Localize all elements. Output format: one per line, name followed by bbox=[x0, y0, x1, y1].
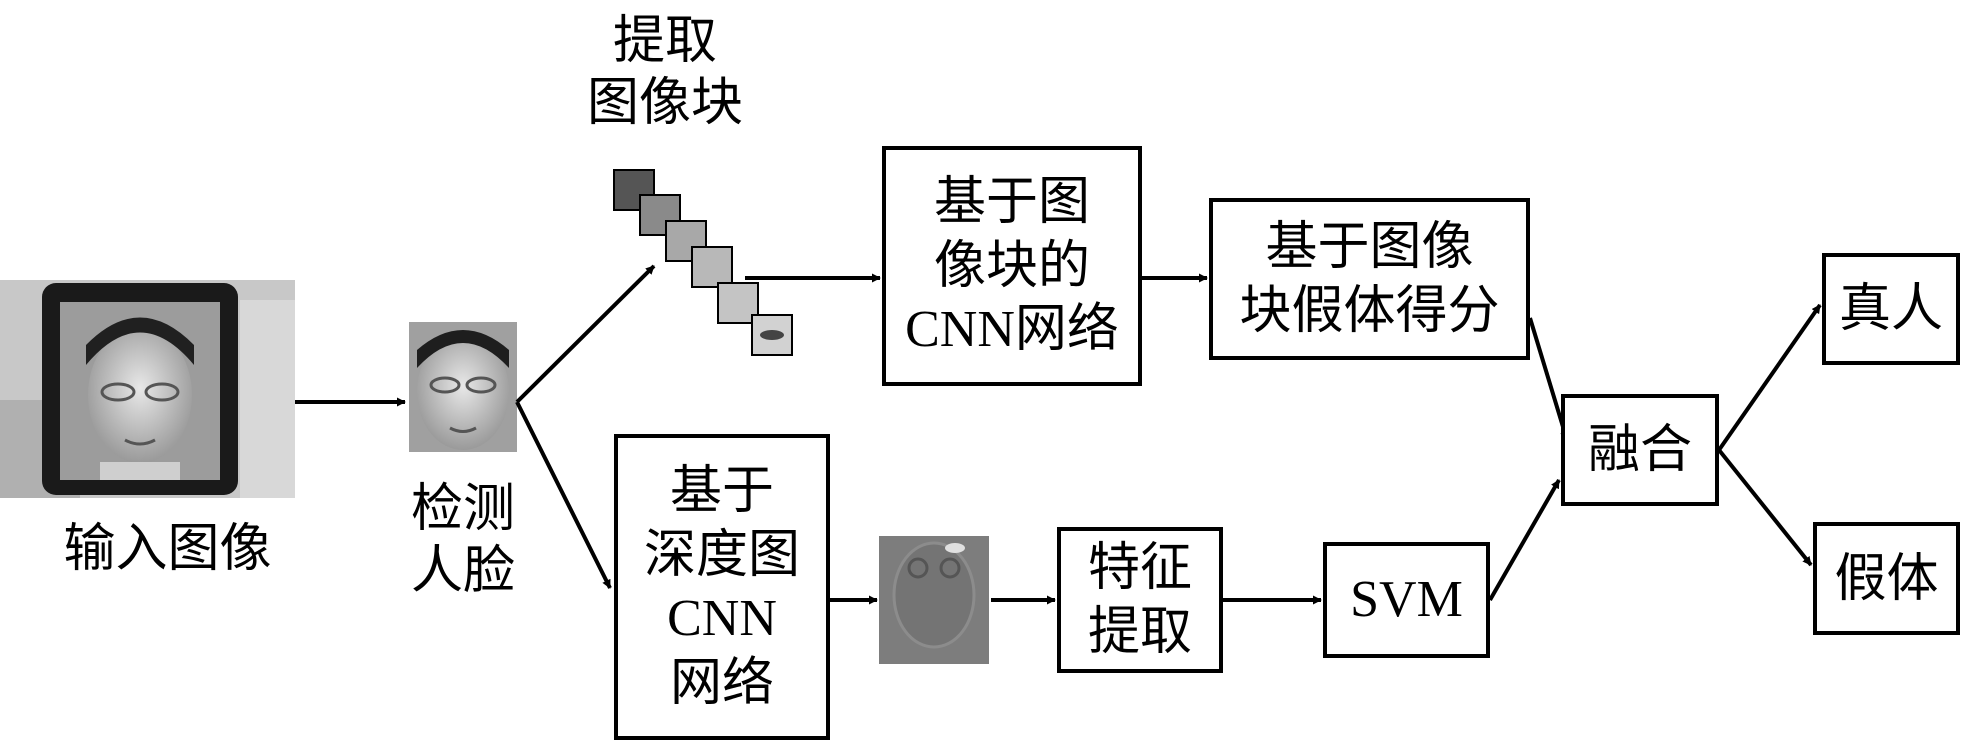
flow-arrows bbox=[295, 264, 1822, 605]
detect-face-label: 检测 人脸 bbox=[410, 479, 515, 601]
detected-face-image bbox=[409, 322, 517, 452]
input-image-label: 输入图像 bbox=[63, 519, 272, 579]
real-output-box: 真人 bbox=[1822, 253, 1960, 365]
depth-cnn-box: 基于 深度图 CNN 网络 bbox=[614, 434, 830, 740]
svm-box: SVM bbox=[1323, 542, 1490, 658]
patch-score-box: 基于图像 块假体得分 bbox=[1209, 198, 1530, 360]
patch-cnn-box: 基于图 像块的 CNN网络 bbox=[882, 146, 1142, 386]
depth-map-image bbox=[879, 536, 989, 664]
input-image-photo bbox=[0, 280, 295, 498]
image-patches bbox=[613, 169, 793, 356]
feature-extract-box: 特征 提取 bbox=[1057, 527, 1223, 673]
fusion-box: 融合 bbox=[1561, 394, 1719, 506]
extract-patches-label: 提取 图像块 bbox=[586, 11, 743, 133]
fake-output-box: 假体 bbox=[1813, 522, 1960, 635]
